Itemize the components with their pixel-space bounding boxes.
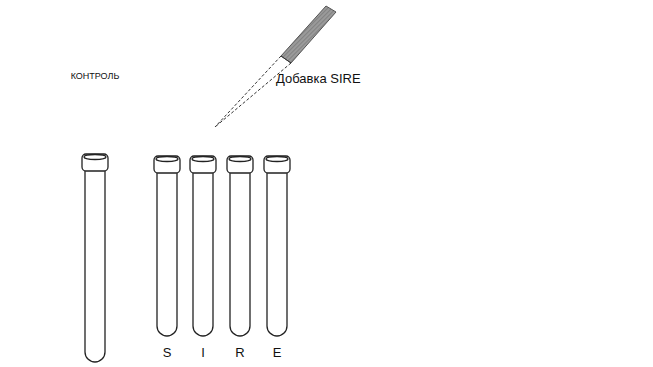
sire-tube-r bbox=[227, 156, 253, 336]
sire-tube-e bbox=[264, 156, 290, 336]
control-label: КОНТРОЛЬ bbox=[71, 72, 120, 81]
tube-letter: R bbox=[235, 346, 244, 359]
pipette bbox=[215, 6, 336, 127]
tube-letter: E bbox=[273, 346, 282, 359]
sire-tube-s bbox=[154, 156, 180, 336]
tube-letter: I bbox=[201, 346, 205, 359]
control-tube bbox=[82, 154, 108, 362]
tube-letter: S bbox=[163, 346, 172, 359]
additive-label: Добавка SIRE bbox=[276, 72, 361, 85]
sire-tube-i bbox=[190, 156, 216, 336]
